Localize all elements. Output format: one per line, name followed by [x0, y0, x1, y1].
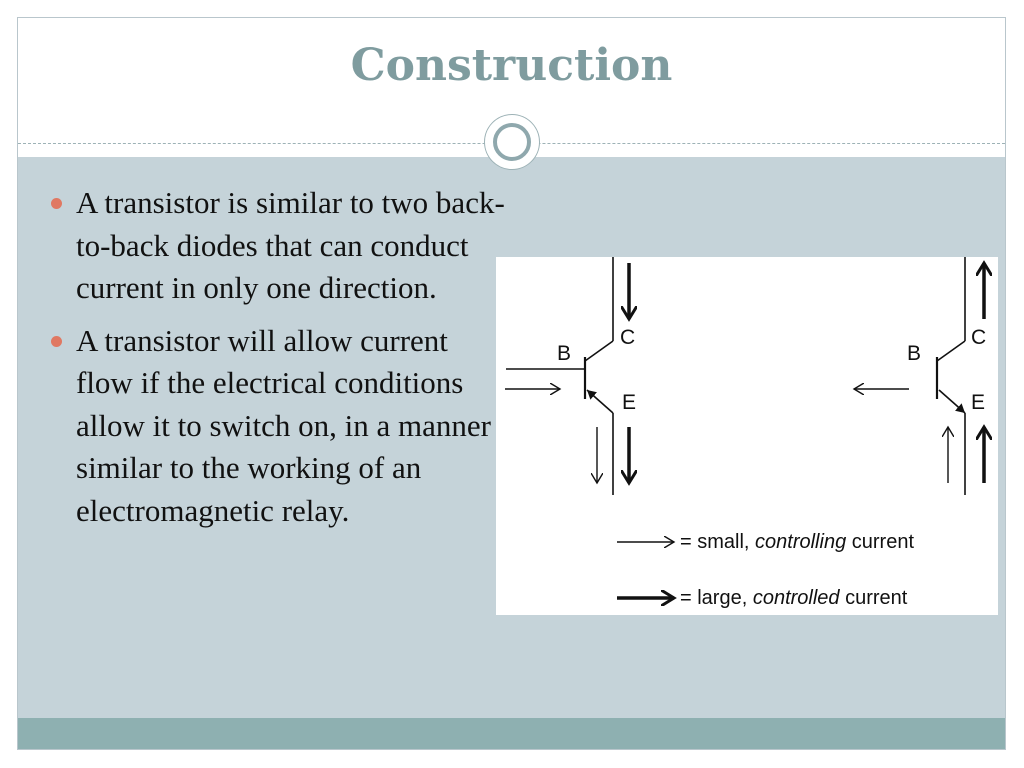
slide-title: Construction — [350, 40, 673, 91]
diagram-legend: = small, controlling current = large, co… — [617, 531, 914, 609]
left-emitter-arrow — [586, 389, 614, 414]
left-collector-line — [584, 340, 614, 362]
right-emitter-arrow — [938, 389, 966, 414]
bullet-text: A transistor is similar to two back-to-b… — [76, 185, 505, 305]
bullet-dot-icon — [51, 198, 62, 209]
divider-ring-icon — [485, 115, 539, 169]
footer-bar — [18, 718, 1005, 749]
bullet-list: A transistor is similar to two back-to-b… — [48, 182, 508, 542]
right-base-label: B — [907, 342, 921, 365]
legend-large-text: = large, controlled current — [680, 587, 908, 609]
slide-frame: Construction A transistor is similar to … — [17, 17, 1006, 750]
right-emitter-label: E — [971, 391, 985, 414]
right-collector-label: C — [971, 326, 986, 349]
bullet-text: A transistor will allow current flow if … — [76, 322, 491, 528]
left-emitter-label: E — [622, 391, 636, 414]
legend-small-text: = small, controlling current — [680, 531, 914, 553]
right-collector-line — [936, 340, 966, 362]
transistor-diagram: B C E B C E = smal — [496, 257, 998, 615]
bullet-dot-icon — [51, 335, 62, 347]
left-collector-label: C — [620, 326, 635, 349]
left-transistor: B C E — [505, 257, 636, 495]
transistor-diagram-svg: B C E B C E = smal — [505, 257, 998, 609]
right-transistor: B C E — [854, 257, 986, 495]
bullet-item: A transistor is similar to two back-to-b… — [48, 182, 508, 310]
ring-inner — [493, 123, 531, 161]
bullet-item: A transistor will allow current flow if … — [48, 320, 508, 533]
left-base-label: B — [557, 342, 571, 365]
